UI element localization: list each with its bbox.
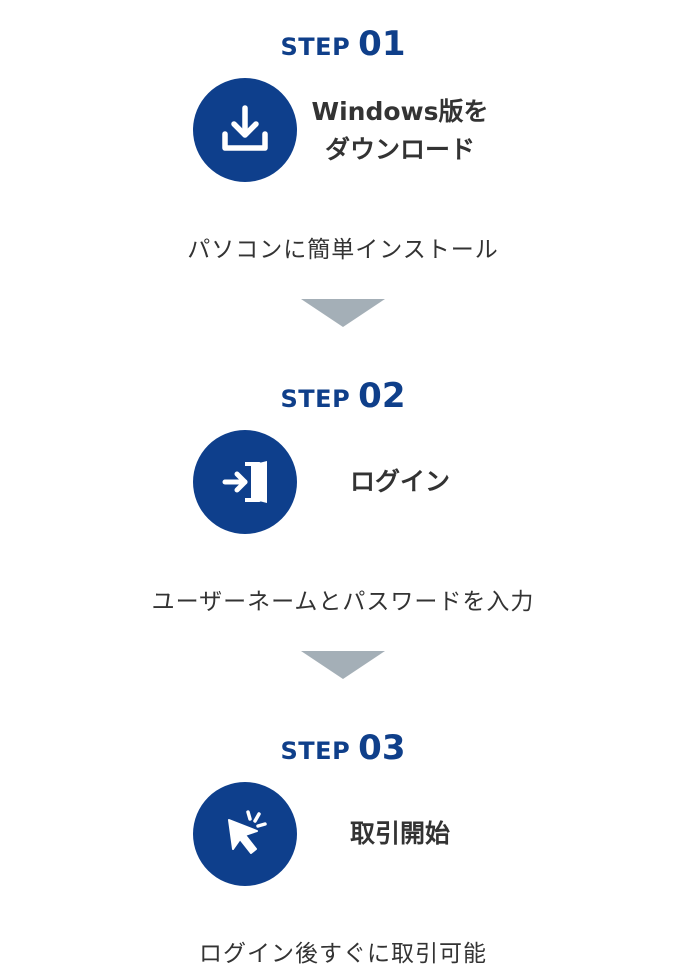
- step-03-title: 取引開始: [300, 815, 500, 853]
- step-word: STEP: [280, 737, 351, 765]
- step-02-description: ユーザーネームとパスワードを入力: [151, 589, 535, 615]
- step-03-description: ログイン後すぐに取引可能: [199, 941, 487, 967]
- step-02-title: ログイン: [300, 463, 500, 501]
- step-01-description: パソコンに簡単インストール: [187, 237, 499, 263]
- download-icon: [222, 105, 268, 151]
- login-door-icon: [222, 461, 267, 503]
- step-arrow-2: [301, 651, 385, 679]
- step-02-title-line1: ログイン: [349, 467, 450, 496]
- step-01-title-line2: ダウンロード: [324, 135, 475, 164]
- step-arrow-1: [301, 299, 385, 327]
- step-03-icon-circle: [193, 782, 297, 886]
- step-word: STEP: [280, 385, 351, 413]
- step-number: 02: [358, 376, 406, 416]
- step-number: 01: [358, 24, 406, 64]
- step-03-title-line1: 取引開始: [349, 819, 450, 848]
- cursor-click-icon: [228, 810, 267, 854]
- step-number: 03: [358, 728, 406, 768]
- step-01-title-line1: Windows版を: [311, 97, 489, 126]
- step-01-title: Windows版を ダウンロード: [300, 93, 500, 169]
- step-01-icon-circle: [193, 78, 297, 182]
- step-word: STEP: [280, 33, 351, 61]
- step-02-icon-circle: [193, 430, 297, 534]
